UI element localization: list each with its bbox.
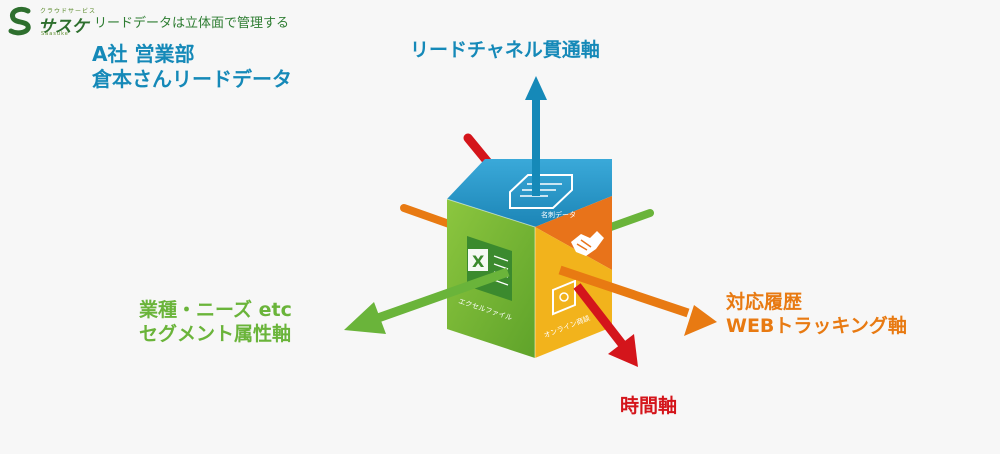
tagline: リードデータは立体面で管理する [94,15,290,31]
logo-name: サスケ [38,17,89,37]
axis-label-history: 対応履歴 WEBトラッキング軸 [726,290,907,338]
logo-text: クラウドサービス サスケ Saasuke [38,5,95,37]
axis-label-time: 時間軸 [620,395,678,417]
header: クラウドサービス サスケ Saasuke リードデータは立体面で管理する [6,4,289,38]
history-label-line-2: WEBトラッキング軸 [726,315,907,337]
green-arrow-back-segment [604,209,654,232]
cube-right-face-top [535,196,612,270]
logo-english: Saasuke [41,31,69,37]
segment-label-line-2: セグメント属性軸 [139,323,292,345]
history-label-line-1: 対応履歴 [726,291,803,313]
title-line-1: A社 営業部 [92,42,195,66]
handshake-icon [571,231,604,256]
axis-label-segment: 業種・ニーズ etc セグメント属性軸 [139,298,292,346]
orange-arrow-back-segment [400,204,456,229]
logo-s-mark [8,6,31,36]
logo-subtitle: クラウドサービス [40,8,97,15]
red-arrow [573,283,638,367]
cube-right-face-bottom [535,227,612,358]
axis-label-lead-channel: リードチャネル貫通軸 [410,39,600,61]
diagram-title: A社 営業部 倉本さんリードデータ [92,42,292,92]
segment-label-line-1: 業種・ニーズ etc [139,299,292,321]
blue-arrow [525,76,547,196]
top-face-caption: 名刺データ [541,210,576,219]
svg-text:X: X [472,252,485,271]
logo: クラウドサービス サスケ Saasuke [6,5,95,37]
green-arrow [344,267,510,334]
cube-edges [446,198,536,358]
orange-arrow [558,265,717,336]
title-line-2: 倉本さんリードデータ [92,67,292,91]
monitor-icon [552,279,576,316]
